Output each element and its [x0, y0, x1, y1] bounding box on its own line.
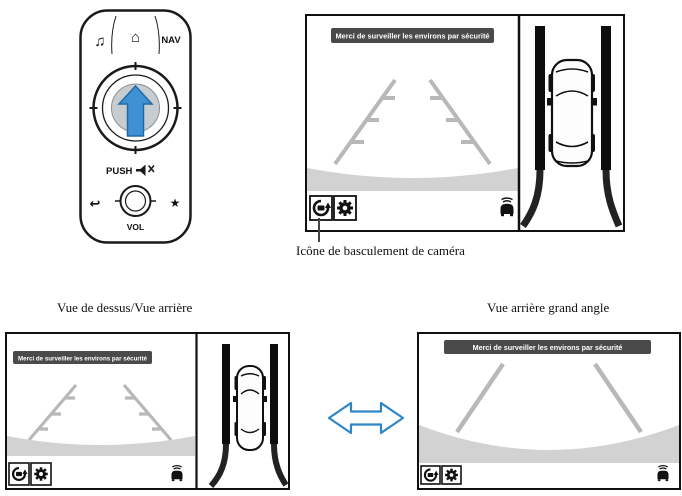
safety-banner	[331, 28, 494, 43]
nav-label: NAV	[161, 35, 181, 46]
top-down-view	[520, 26, 623, 229]
safety-banner	[444, 340, 651, 354]
star-icon: ★	[170, 196, 181, 210]
guide-curve-right	[602, 169, 623, 228]
swap-arrow-icon	[327, 401, 405, 435]
up-arrow-icon	[117, 84, 154, 137]
parking-line-left	[222, 344, 230, 444]
callout-label: Icône de basculement de caméra	[296, 243, 465, 258]
settings-gear-icon	[337, 200, 353, 216]
bumper-shape	[307, 168, 518, 191]
sensor-car-icon	[657, 465, 669, 482]
screen-rear-and-top-view-small: Merci de surveiller les environs par séc…	[5, 332, 290, 490]
back-icon: ↩	[90, 196, 101, 211]
camera-toggle-icon	[312, 199, 331, 217]
parking-guidelines	[455, 362, 643, 434]
home-icon: ⌂	[131, 29, 140, 46]
bumper-shape	[419, 425, 679, 463]
guide-curve-left	[520, 169, 544, 229]
car-top-view	[547, 58, 597, 168]
settings-gear-icon	[34, 467, 48, 481]
caption-top-rear-view: Vue de dessus/Vue arrière	[57, 300, 193, 315]
caption-wide-angle-view: Vue arrière grand angle	[487, 300, 610, 315]
bumper-shape	[7, 436, 195, 456]
guide-curve-right	[271, 443, 289, 487]
parking-line-left	[535, 26, 545, 170]
safety-banner-text: Merci de surveiller les environs par séc…	[18, 355, 148, 362]
screen-wide-angle-view: Merci de surveiller les environs par séc…	[417, 332, 681, 490]
parking-line-right	[601, 26, 611, 170]
toolbar	[420, 465, 669, 485]
camera-toggle-icon	[423, 468, 439, 482]
music-note-icon: ♫	[94, 33, 105, 50]
button-dividers	[111, 15, 160, 55]
callout-line	[318, 218, 320, 242]
toolbar	[8, 462, 183, 486]
parking-guidelines	[333, 78, 492, 166]
vol-label: VOL	[127, 222, 144, 232]
sensor-car-icon	[500, 197, 514, 217]
rear-camera-view: Merci de surveiller les environs par séc…	[307, 28, 518, 191]
volume-knob	[115, 185, 156, 217]
mute-icon	[136, 164, 155, 176]
settings-gear-icon	[445, 468, 458, 482]
guide-curve-left	[208, 443, 229, 489]
parking-line-right	[270, 344, 278, 444]
push-label: PUSH	[106, 166, 133, 177]
rear-camera-view: Merci de surveiller les environs par séc…	[7, 351, 195, 456]
safety-banner-text: Merci de surveiller les environs par séc…	[335, 32, 489, 41]
top-down-view	[208, 344, 289, 489]
car-top-view	[233, 365, 267, 451]
camera-toggle-icon	[11, 466, 28, 482]
safety-banner-text: Merci de surveiller les environs par séc…	[473, 343, 623, 352]
sensor-car-icon	[171, 465, 183, 482]
toolbar	[309, 195, 514, 221]
commander-controller-illustration: ♫ ⌂ NAV PUSH ↩ ★ VOL	[79, 9, 192, 244]
parking-guidelines	[27, 383, 173, 442]
safety-banner	[13, 351, 152, 364]
screen-rear-and-top-view: Merci de surveiller les environs par séc…	[305, 14, 625, 232]
